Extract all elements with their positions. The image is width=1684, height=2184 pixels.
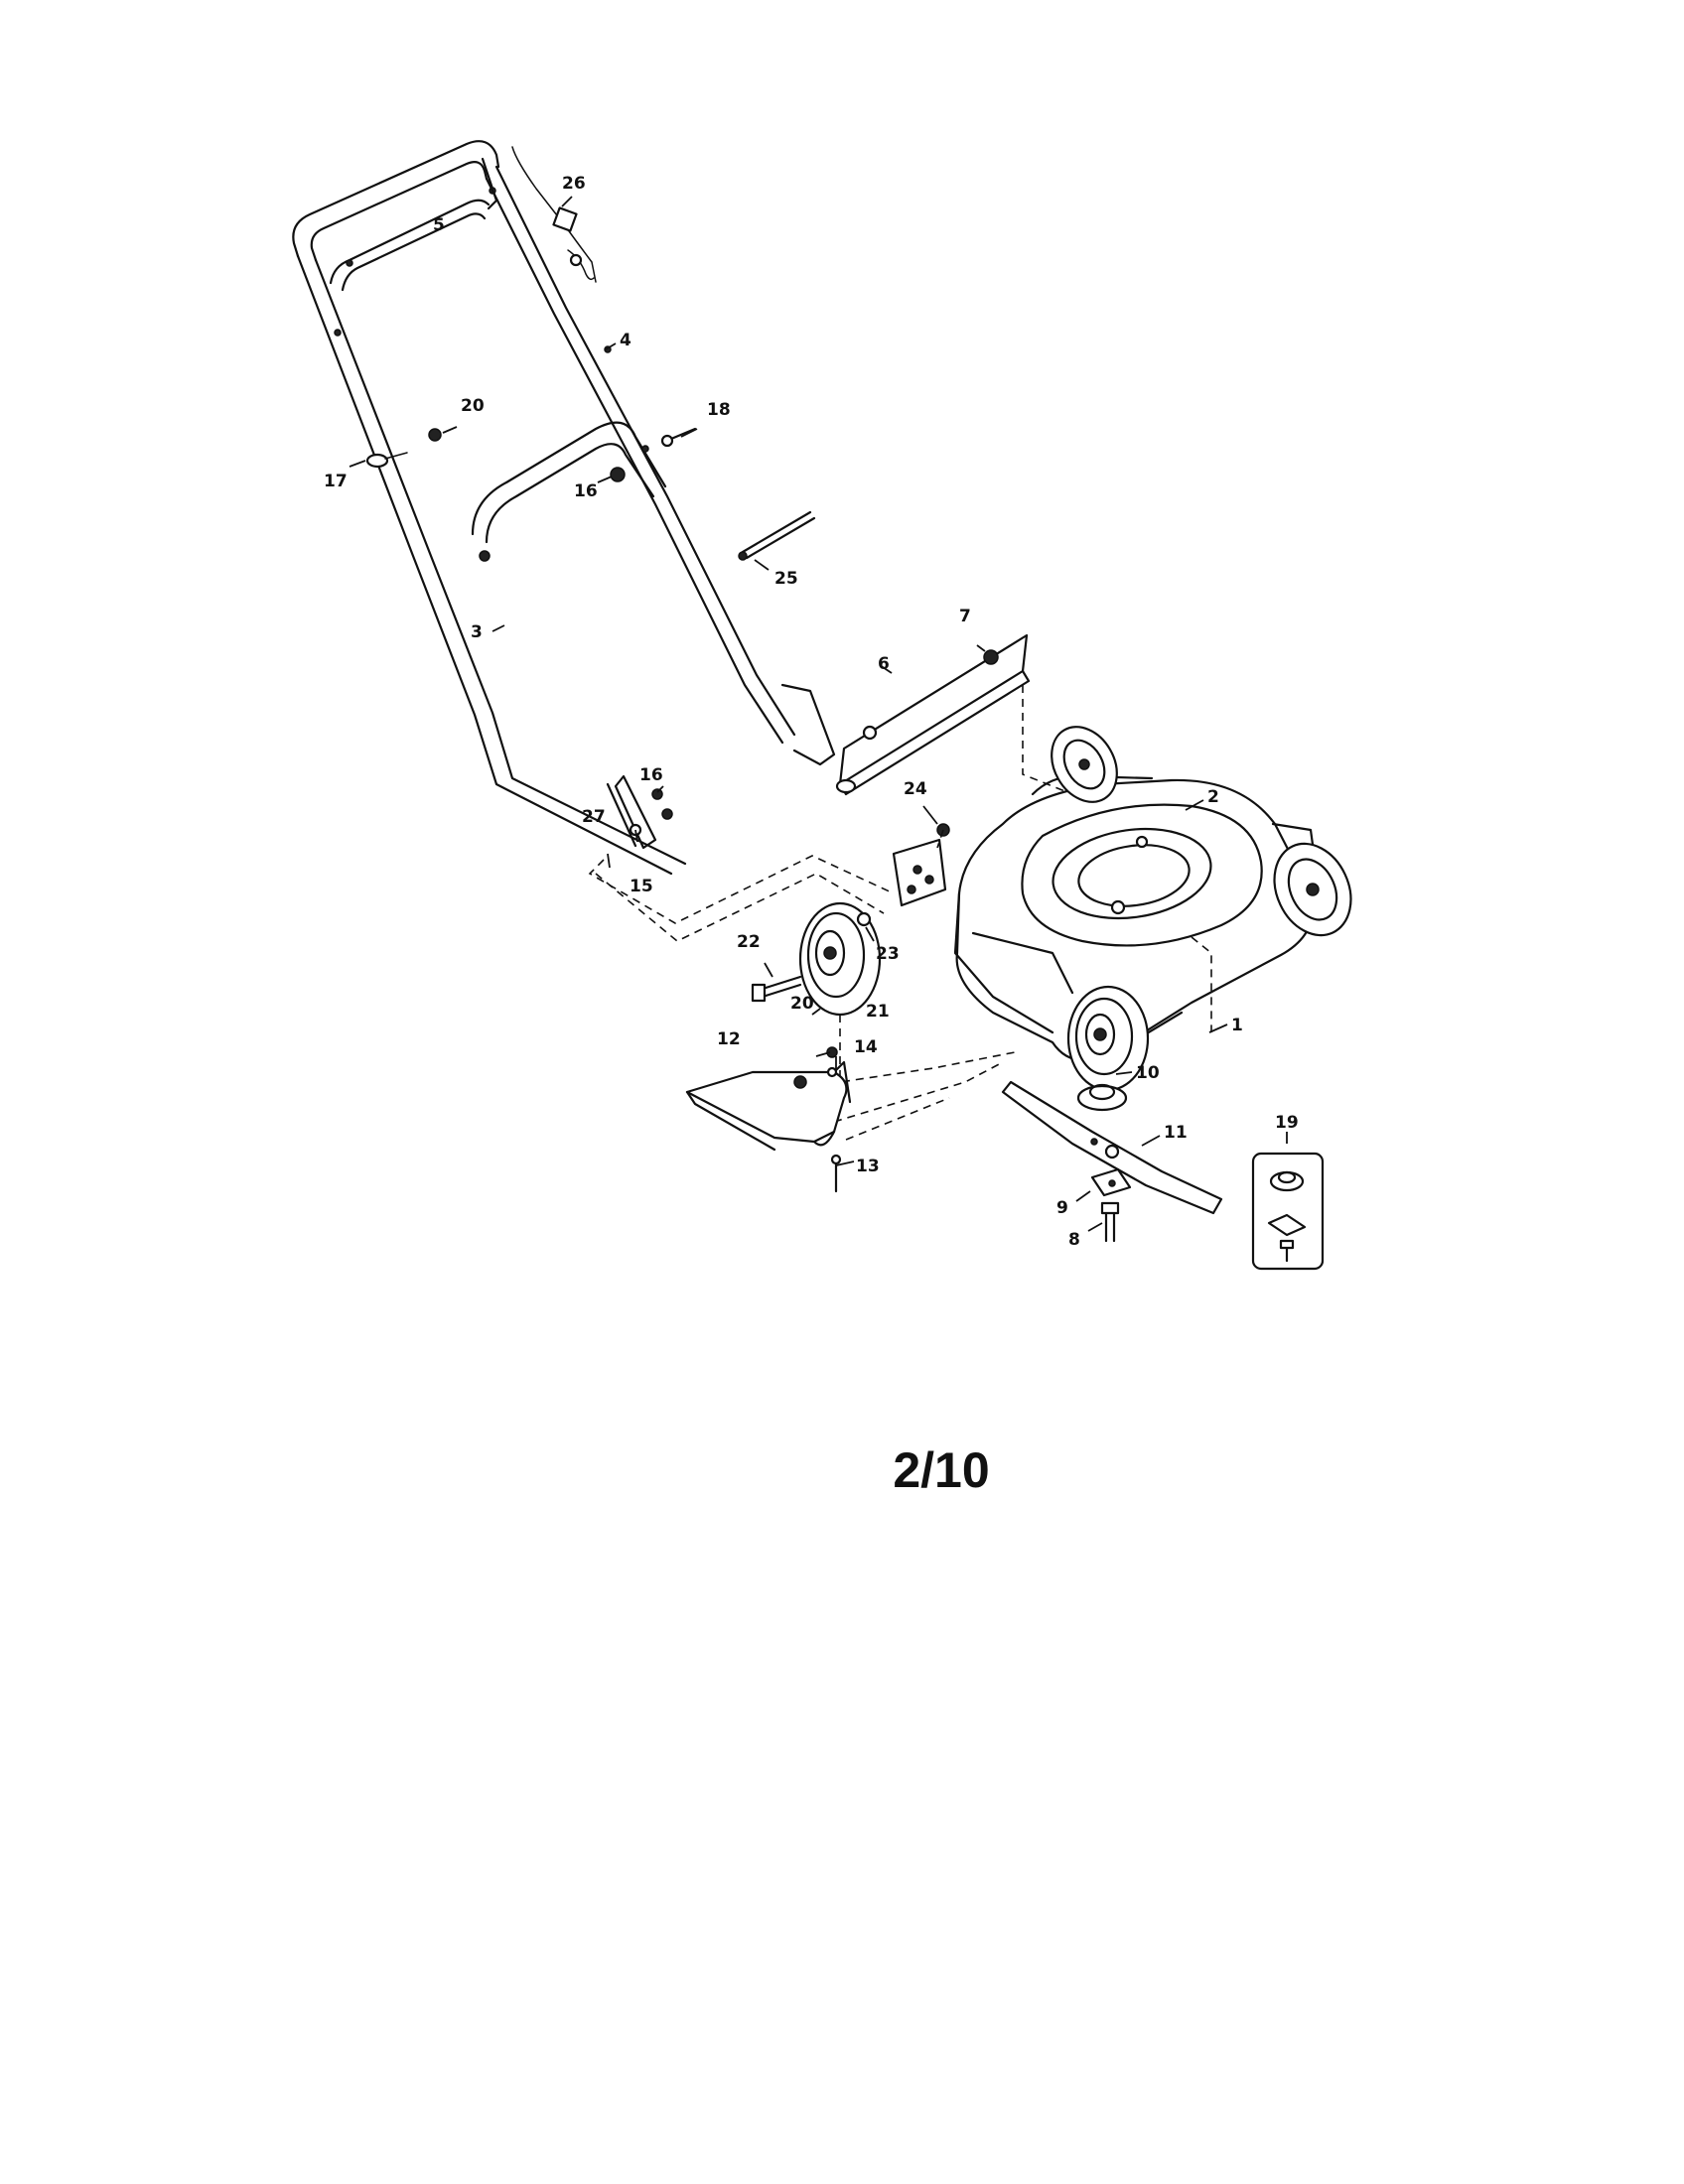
- callout-5: 5: [433, 215, 445, 235]
- control-cable-part-26: [511, 146, 597, 283]
- callout-21: 21: [866, 1002, 890, 1022]
- callout-10: 10: [1136, 1063, 1160, 1083]
- callout-17: 17: [324, 472, 348, 491]
- blade-adapter-part-10: [1076, 1083, 1128, 1112]
- callout-26: 26: [562, 174, 586, 194]
- callout-labels: 1 2 3 4 5 6 7 8 9 10 11 12 13 14 15 16 1…: [324, 174, 1299, 1250]
- callout-23: 23: [876, 944, 900, 964]
- rod-part-25: [738, 510, 816, 561]
- callout-12: 12: [717, 1029, 741, 1049]
- callout-18: 18: [707, 400, 731, 420]
- discharge-deflector-part-12: [685, 1046, 852, 1193]
- callout-11: 11: [1164, 1123, 1188, 1143]
- mower-deck-part-2: [953, 774, 1319, 1093]
- callout-25: 25: [774, 569, 798, 589]
- callout-13: 13: [856, 1157, 880, 1176]
- callout-6: 6: [878, 654, 890, 674]
- callout-2: 2: [1207, 787, 1219, 807]
- rear-axle-bracket: [892, 838, 947, 907]
- assembly-guide-lines: [588, 829, 1016, 1141]
- callout-27: 27: [582, 807, 606, 827]
- callout-9: 9: [1056, 1198, 1068, 1218]
- wheel-front-right: [1273, 842, 1352, 937]
- callout-8: 8: [1068, 1230, 1080, 1250]
- rear-baffle-part-6: [835, 633, 1073, 796]
- callout-1: 1: [1231, 1016, 1243, 1035]
- callout-16a: 16: [639, 765, 663, 785]
- callout-16b: 16: [574, 481, 598, 501]
- wheel-rear-top: [1051, 726, 1118, 803]
- callout-14: 14: [854, 1037, 878, 1057]
- callout-leaders: [349, 196, 1288, 1232]
- callout-3: 3: [471, 622, 483, 642]
- callout-19: 19: [1275, 1113, 1299, 1133]
- page-number: 2/10: [893, 1442, 990, 1498]
- blade-kit-part-19: [1251, 1152, 1325, 1271]
- callout-15: 15: [630, 877, 653, 896]
- lower-handle-bracket: [606, 774, 673, 850]
- wheel-hardware: [751, 823, 950, 1003]
- callout-4: 4: [620, 331, 632, 350]
- callout-7: 7: [959, 607, 971, 626]
- callout-24: 24: [904, 779, 927, 799]
- blade-part-11: [1001, 1080, 1223, 1215]
- blade-bolt-parts-8-9: [1090, 1167, 1132, 1243]
- callout-20a: 20: [461, 396, 485, 416]
- wheel-front-left: [1066, 985, 1150, 1092]
- handle-side-part-4: [485, 165, 836, 766]
- callout-20b: 20: [790, 994, 814, 1014]
- callout-22: 22: [737, 932, 761, 952]
- hardware-upper: [365, 427, 697, 482]
- upper-handle-part-5: [292, 140, 500, 292]
